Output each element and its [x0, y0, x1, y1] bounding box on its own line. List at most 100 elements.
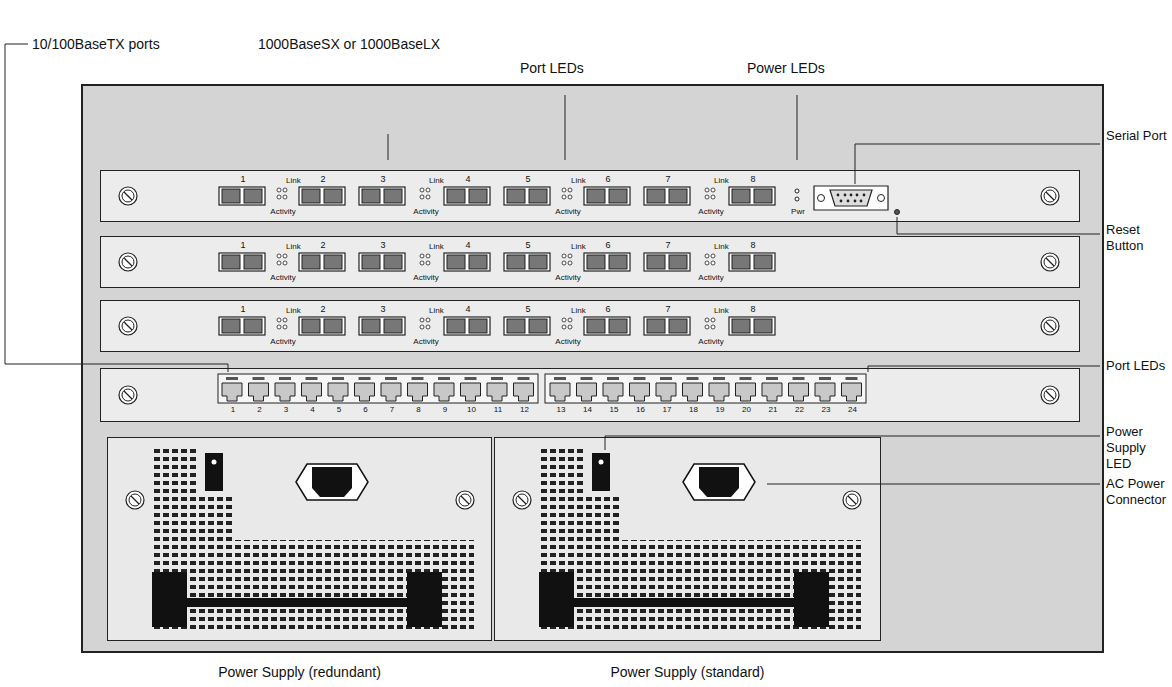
port-number: 20: [727, 405, 767, 414]
port-led: [426, 188, 430, 192]
fiber-port: [359, 253, 405, 271]
fiber-port: [444, 253, 490, 271]
screw: [1041, 386, 1059, 404]
fiber-port: [444, 187, 490, 205]
port-led: [634, 377, 646, 380]
led-label: Link: [571, 306, 586, 315]
port-led: [568, 325, 572, 329]
screw-slot: [1046, 322, 1054, 330]
fiber-socket: [302, 255, 320, 269]
screw: [1041, 187, 1059, 205]
port-led: [279, 377, 291, 380]
fiber-socket: [669, 255, 687, 269]
port-number: 8: [733, 240, 773, 250]
fiber-socket: [362, 189, 380, 203]
fiber-socket: [362, 255, 380, 269]
leader-line: [605, 436, 1100, 450]
port-led: [283, 318, 287, 322]
rj45-port: [408, 383, 428, 401]
port-led: [846, 377, 858, 380]
port-bank: [545, 374, 866, 403]
port-led: [562, 188, 566, 192]
vent-clear: [197, 448, 233, 496]
port-led: [705, 318, 709, 322]
fiber-socket: [362, 319, 380, 333]
screw-slot: [461, 496, 469, 504]
port-led: [253, 377, 265, 380]
fiber-socket: [469, 189, 487, 203]
fiber-port: [644, 187, 690, 205]
port-number: 6: [588, 240, 628, 250]
port-number: 21: [753, 405, 793, 414]
fiber-socket: [587, 319, 605, 333]
fiber-port: [729, 187, 775, 205]
fiber-socket: [469, 255, 487, 269]
fiber-port: [444, 317, 490, 335]
port-number: 3: [363, 174, 403, 184]
leader-line: [897, 217, 1100, 234]
rj45-port: [656, 383, 676, 401]
screw-head: [119, 317, 137, 335]
port-led: [705, 325, 709, 329]
leader-line: [5, 44, 228, 372]
screw-head: [119, 253, 137, 271]
leader-line: [855, 144, 1100, 184]
led-label: Link: [714, 176, 729, 185]
serial-screw: [878, 195, 885, 202]
screw-head: [122, 190, 134, 202]
fiber-socket: [669, 319, 687, 333]
fiber-socket: [469, 319, 487, 333]
fiber-socket: [647, 255, 665, 269]
led-label: Activity: [263, 207, 303, 216]
port-led: [713, 377, 725, 380]
fiber-socket: [647, 319, 665, 333]
port-led: [420, 195, 424, 199]
serial-pin: [840, 200, 843, 203]
port-number: 6: [588, 174, 628, 184]
callout-label: Serial Port: [1106, 128, 1170, 144]
rj45-port: [789, 383, 809, 401]
leader-line: [797, 95, 798, 160]
callout-label: 10/100BaseTX ports: [32, 36, 160, 52]
screw: [513, 491, 531, 509]
fiber-socket: [244, 319, 262, 333]
fiber-socket: [222, 319, 240, 333]
fiber-port: [299, 253, 345, 271]
fiber-socket: [754, 255, 772, 269]
screw-head: [126, 491, 144, 509]
rj45-port: [461, 383, 481, 401]
fiber-socket: [302, 189, 320, 203]
fiber-socket: [732, 319, 750, 333]
gigabit-module: 1LinkActivity23LinkActivity45LinkActivit…: [100, 236, 1080, 288]
fiber-port: [504, 253, 550, 271]
rj45-port: [381, 383, 401, 401]
port-led: [705, 195, 709, 199]
screw: [119, 187, 137, 205]
port-led: [491, 377, 503, 380]
port-number: 3: [266, 405, 306, 414]
screw-slot: [131, 496, 139, 504]
screw-head: [1044, 190, 1056, 202]
serial-pin: [863, 194, 866, 197]
port-number: 5: [319, 405, 359, 414]
screw-head: [846, 494, 858, 506]
screw: [126, 491, 144, 509]
port-led: [740, 377, 752, 380]
rj45-port: [222, 383, 242, 401]
rj45-port: [328, 383, 348, 401]
led-label: Activity: [548, 337, 588, 346]
fiber-socket: [732, 255, 750, 269]
callout-label: Reset Button: [1106, 222, 1170, 254]
port-led: [819, 377, 831, 380]
port-led: [277, 261, 281, 265]
fiber-socket: [732, 189, 750, 203]
screw-slot: [848, 496, 856, 504]
port-led: [711, 188, 715, 192]
fiber-port: [359, 187, 405, 205]
fiber-socket: [587, 255, 605, 269]
port-led: [766, 377, 778, 380]
port-led: [332, 377, 344, 380]
screw-head: [843, 491, 861, 509]
screw-slot: [124, 322, 132, 330]
